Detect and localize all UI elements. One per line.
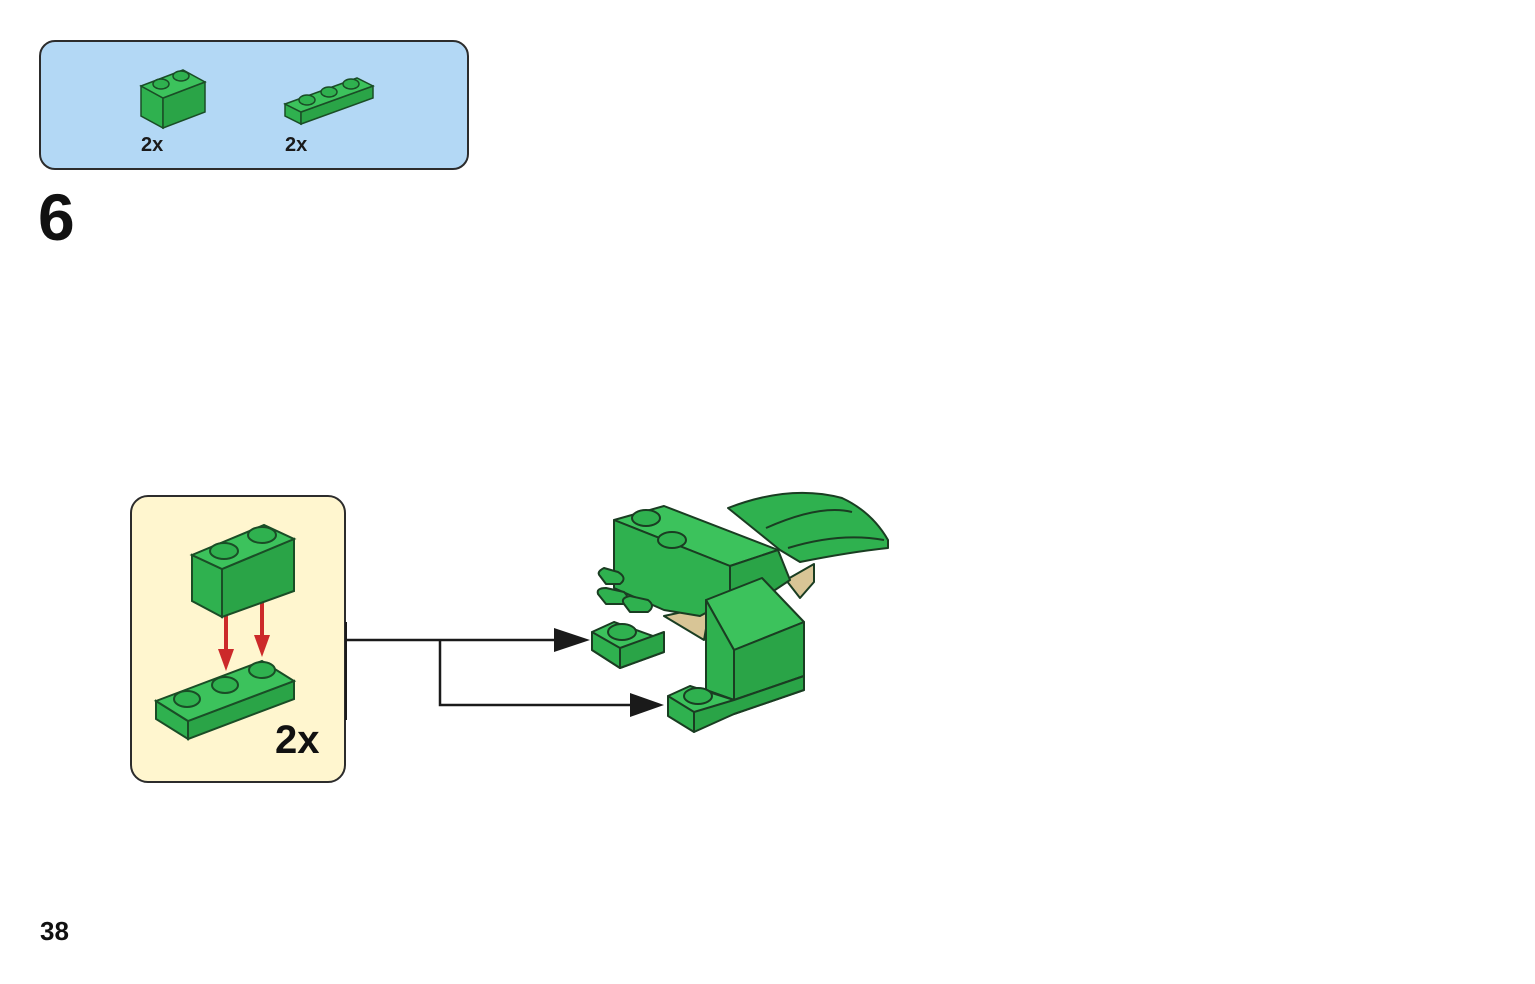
subassembly-quantity: 2x: [275, 718, 320, 762]
green-plate-1x3-icon: [283, 77, 375, 126]
green-brick-1x2-icon: [139, 69, 207, 130]
green-brick-1x2: [189, 523, 297, 619]
step-number: 6: [38, 180, 75, 254]
parts-list-callout: 2x 2x: [39, 40, 469, 170]
part-quantity: 2x: [285, 134, 308, 156]
dinosaur-model: [591, 491, 889, 733]
page-number: 38: [40, 916, 69, 946]
green-plate-1x3: [153, 659, 297, 741]
subassembly-diagram: [153, 523, 297, 741]
placement-arrows: [346, 628, 664, 717]
part-quantity: 2x: [141, 134, 164, 156]
red-down-arrows: [218, 599, 270, 671]
subassembly-callout: 2x: [130, 495, 346, 783]
